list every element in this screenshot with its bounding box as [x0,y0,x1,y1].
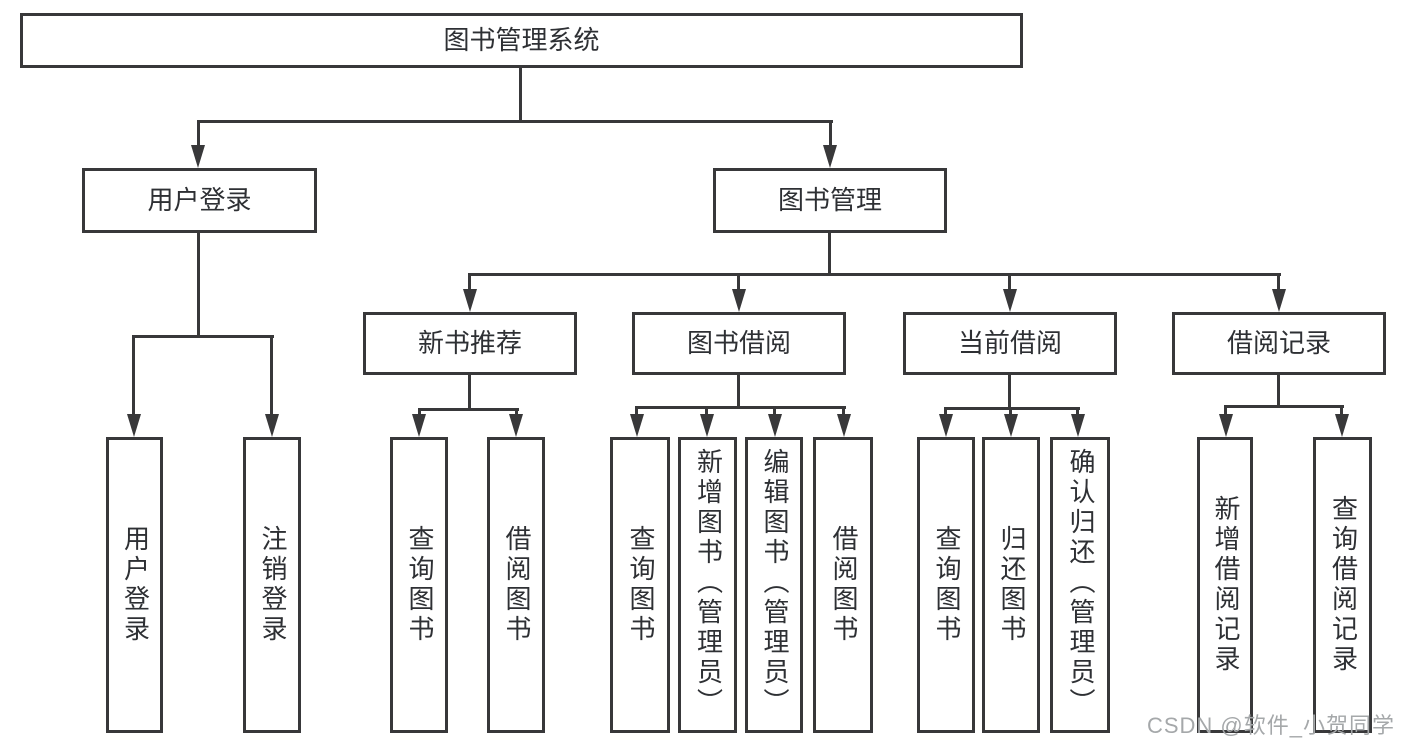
connector-stem [1277,375,1280,408]
connector-drop-line [773,406,776,416]
connector-drop-line [1008,273,1011,291]
leaf-logout: 注销登录 [243,437,301,733]
connector-drop-line [132,335,135,417]
connector-stem [828,233,831,276]
connector-drop-line [829,120,832,148]
arrowhead-down-icon [837,414,851,437]
arrowhead-down-icon [1272,289,1286,312]
node-borrow-records: 借阅记录 [1172,312,1386,375]
arrowhead-down-icon [768,414,782,437]
arrowhead-down-icon [1004,414,1018,437]
leaf-query-books-recommend: 查询图书 [390,437,448,733]
node-user-login: 用户登录 [82,168,317,233]
leaf-query-borrow-record: 查询借阅记录 [1313,437,1372,733]
arrowhead-down-icon [939,414,953,437]
connector-hbar [468,273,1281,276]
arrowhead-down-icon [823,145,837,168]
leaf-add-borrow-record: 新增借阅记录 [1197,437,1253,733]
connector-drop-line [737,273,740,291]
connector-hbar [636,406,846,409]
connector-root-stem [519,68,522,122]
connector-drop-line [515,408,518,416]
leaf-return-books: 归还图书 [982,437,1040,733]
connector-root-hbar [197,120,833,123]
leaf-add-book-admin: 新增图书（管理员） [678,437,737,733]
arrowhead-down-icon [1003,289,1017,312]
connector-drop-line [270,335,273,417]
connector-drop-line [1009,407,1012,416]
connector-drop-line [1277,273,1280,291]
node-root: 图书管理系统 [20,13,1023,68]
connector-drop-line [635,406,638,416]
node-book-borrow: 图书借阅 [632,312,846,375]
connector-hbar [132,335,274,338]
node-book-management: 图书管理 [713,168,947,233]
connector-hbar [944,407,1080,410]
connector-drop-line [197,120,200,148]
connector-stem [468,375,471,411]
arrowhead-down-icon [700,414,714,437]
arrowhead-down-icon [1071,414,1085,437]
connector-drop-line [1340,405,1343,416]
leaf-edit-book-admin: 编辑图书（管理员） [745,437,803,733]
connector-drop-line [842,406,845,416]
arrowhead-down-icon [265,414,279,437]
connector-stem [1008,375,1011,410]
connector-hbar [418,408,519,411]
leaf-query-books-current: 查询图书 [917,437,975,733]
connector-drop-line [705,406,708,416]
arrowhead-down-icon [1335,414,1349,437]
leaf-borrow-books: 借阅图书 [813,437,873,733]
arrowhead-down-icon [191,145,205,168]
leaf-borrow-books-recommend: 借阅图书 [487,437,545,733]
connector-drop-line [1224,405,1227,416]
connector-stem [197,233,200,337]
arrowhead-down-icon [412,414,426,437]
connector-hbar [1224,405,1344,408]
watermark: CSDN @软件_小贺同学 [1146,713,1395,738]
arrowhead-down-icon [463,289,477,312]
arrowhead-down-icon [127,414,141,437]
connector-drop-line [468,273,471,291]
leaf-query-books-borrow: 查询图书 [610,437,670,733]
leaf-confirm-return-admin: 确认归还（管理员） [1050,437,1110,733]
leaf-user-login: 用户登录 [106,437,163,733]
connector-drop-line [944,407,947,416]
node-current-borrow: 当前借阅 [903,312,1117,375]
connector-stem [737,375,740,409]
arrowhead-down-icon [732,289,746,312]
node-new-book-recommend: 新书推荐 [363,312,577,375]
arrowhead-down-icon [1219,414,1233,437]
arrowhead-down-icon [630,414,644,437]
connector-drop-line [418,408,421,416]
connector-drop-line [1076,407,1079,416]
arrowhead-down-icon [509,414,523,437]
